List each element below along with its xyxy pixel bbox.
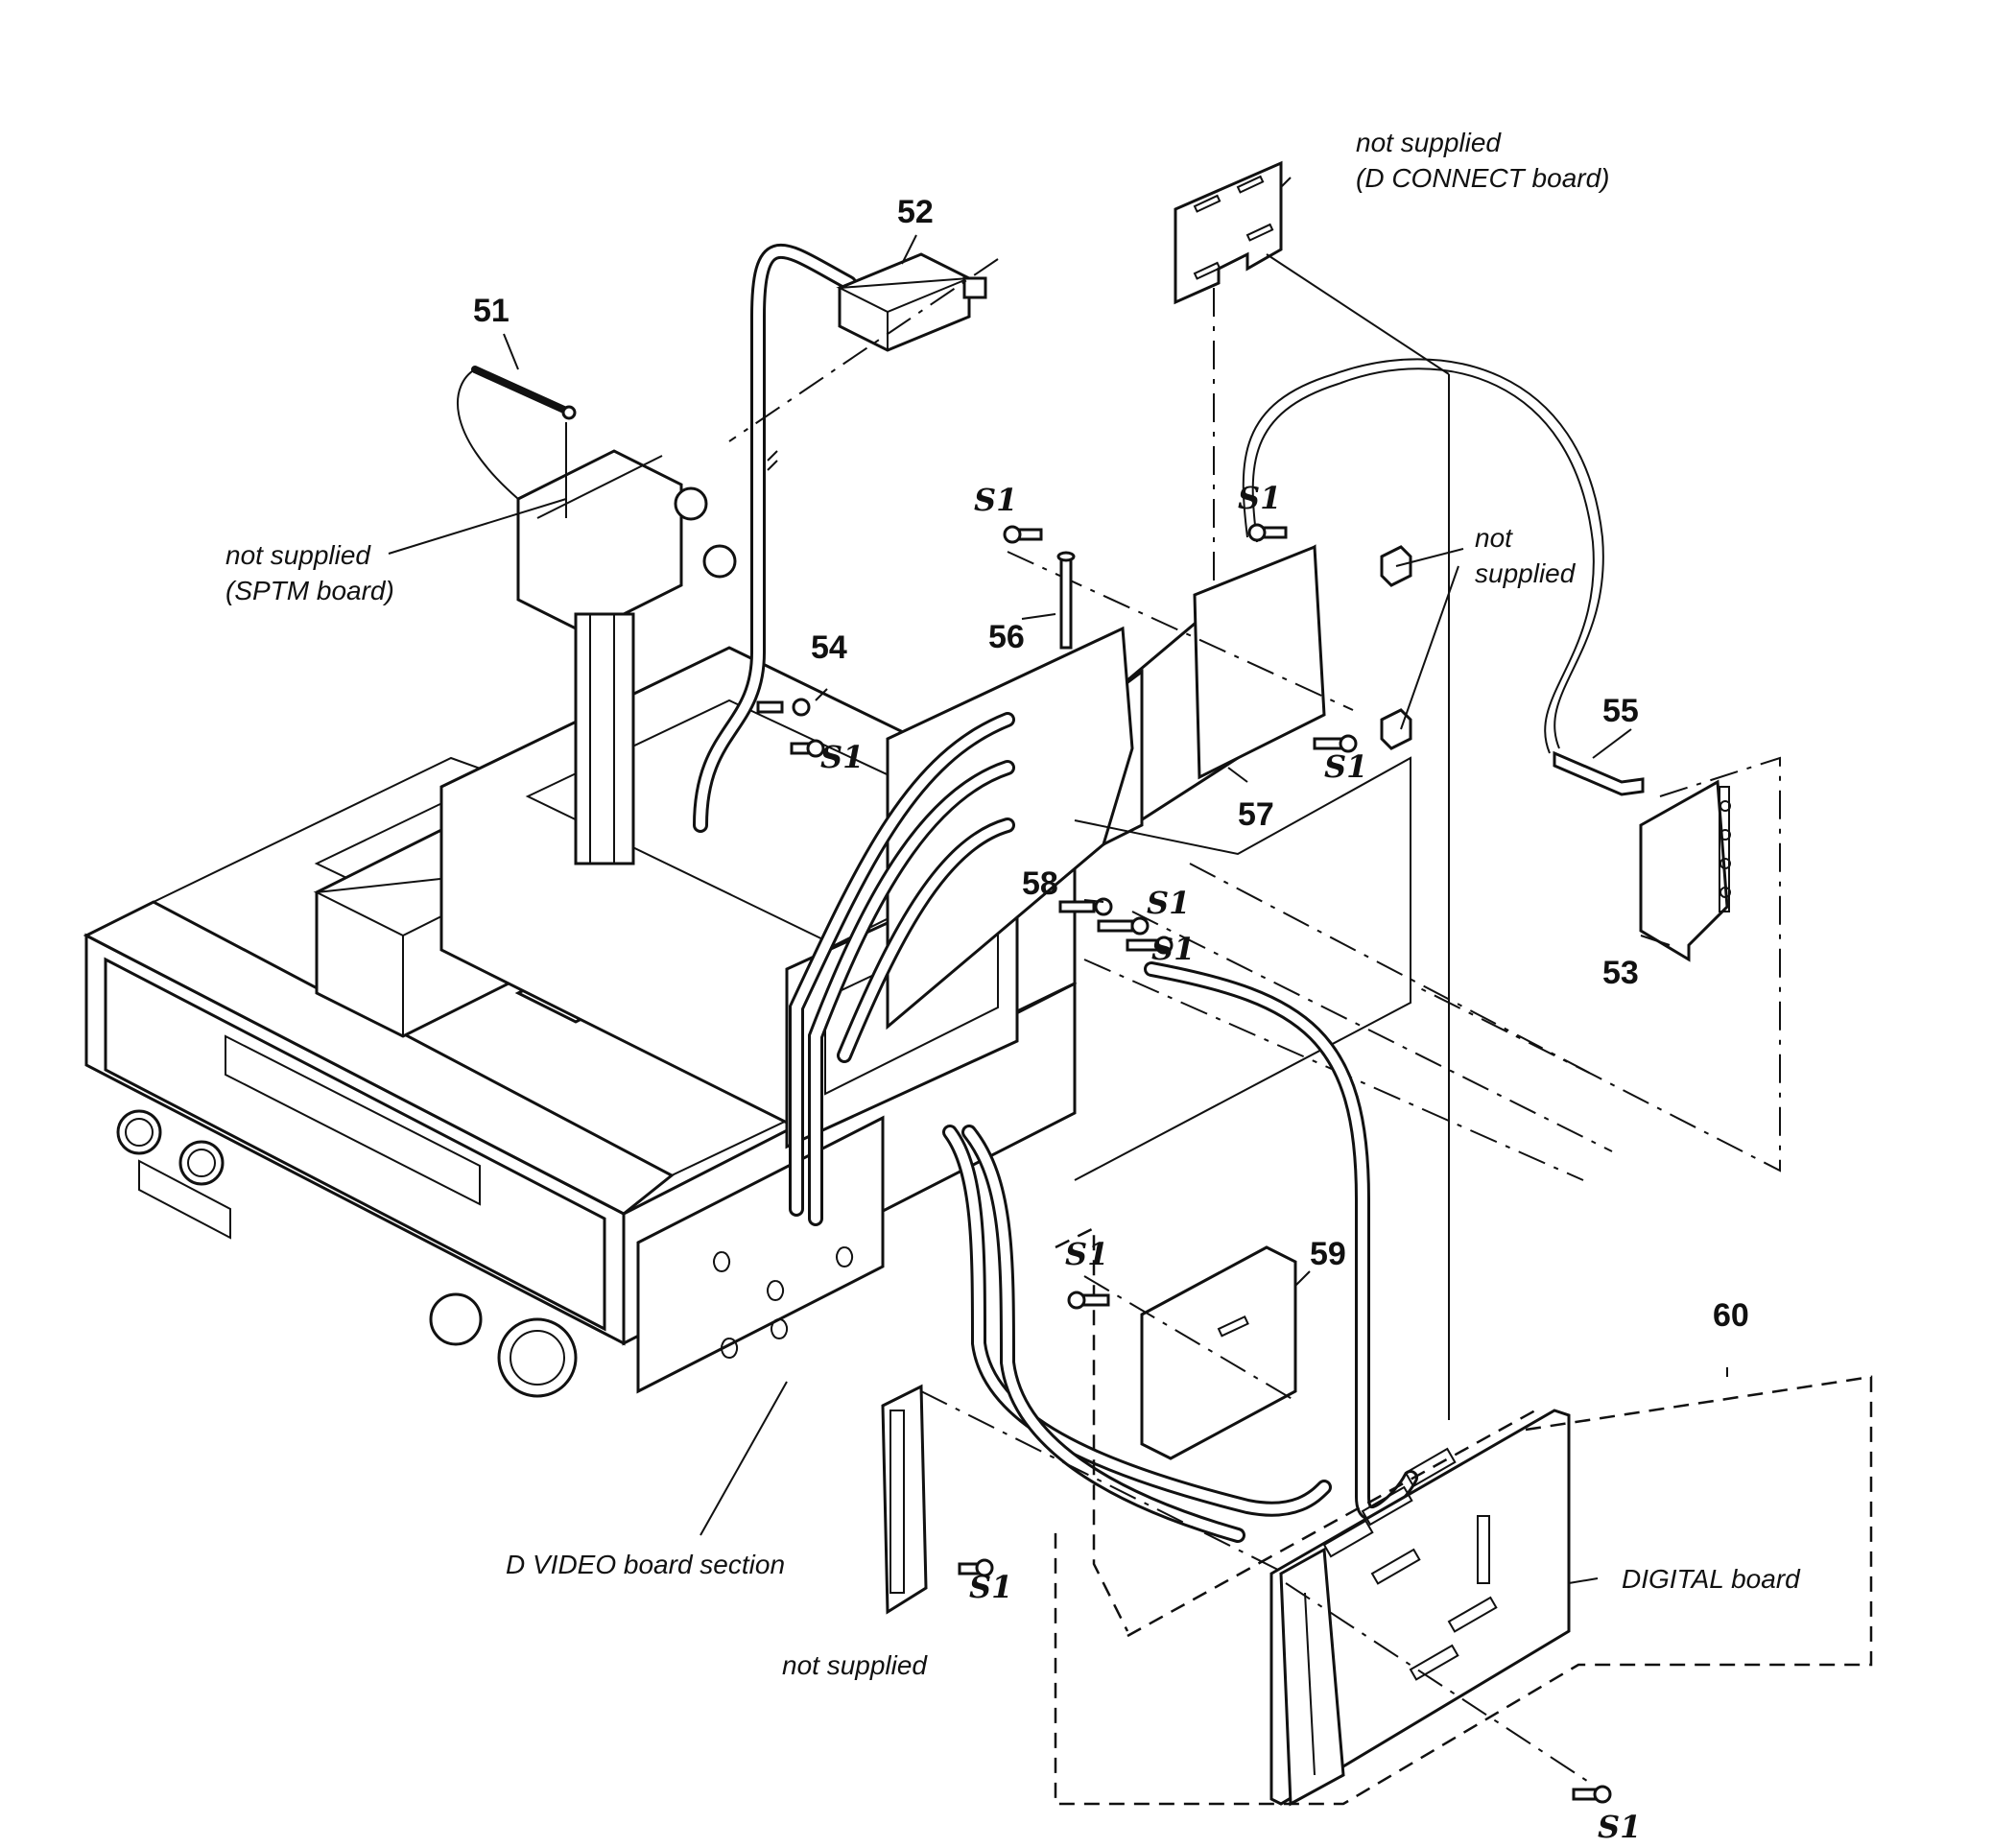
screw-label: S1 <box>1238 480 1281 516</box>
screw-label: S1 <box>1598 1809 1641 1845</box>
d-connect-board <box>1174 160 1283 305</box>
screw-label: S1 <box>1147 885 1190 921</box>
notes: not supplied (D CONNECT board) not suppl… <box>225 128 1801 1680</box>
part-59-board <box>1083 1245 1297 1460</box>
sptm-board <box>516 449 737 865</box>
screw-labels: S1 S1 S1 S1 S1 S1 S1 S1 S1 <box>820 480 1641 1845</box>
screw-label: S1 <box>969 1569 1012 1605</box>
screws <box>756 523 1612 1804</box>
panel-holes <box>713 1246 854 1359</box>
digital-board <box>1269 1409 1571 1807</box>
part-53-board <box>1639 779 1731 962</box>
part-52-connector <box>836 252 987 352</box>
part-56-standoff <box>1056 551 1076 650</box>
leader-lines <box>388 177 1671 1584</box>
screw-label: S1 <box>820 739 864 775</box>
part-55 <box>1553 750 1645 796</box>
sptm-note-1: not supplied <box>225 540 371 570</box>
sptm-note-2: (SPTM board) <box>225 576 394 605</box>
label-58: 58 <box>1022 865 1058 902</box>
screw-label: S1 <box>1324 748 1367 785</box>
right-note-2: supplied <box>1475 558 1577 588</box>
label-60: 60 <box>1713 1297 1749 1334</box>
part-57-board <box>1007 544 1354 847</box>
d-connect-note-2: (D CONNECT board) <box>1356 163 1609 193</box>
label-57: 57 <box>1238 796 1274 833</box>
digital-board-note: DIGITAL board <box>1622 1564 1801 1594</box>
label-55: 55 <box>1602 693 1639 729</box>
label-59: 59 <box>1310 1236 1346 1272</box>
label-52: 52 <box>897 194 934 230</box>
label-56: 56 <box>988 619 1025 655</box>
d-connect-note-1: not supplied <box>1356 128 1502 157</box>
label-51: 51 <box>473 293 510 329</box>
screw-label: S1 <box>1065 1236 1108 1272</box>
screw-label: S1 <box>974 482 1017 518</box>
bottom-note: not supplied <box>782 1650 928 1680</box>
part-51-tie <box>457 366 577 518</box>
d-video-note: D VIDEO board section <box>506 1550 785 1579</box>
right-note-1: not <box>1475 523 1513 553</box>
label-53: 53 <box>1602 955 1639 991</box>
screw-label: S1 <box>1151 931 1195 967</box>
right-small-brackets <box>1380 545 1412 750</box>
bottom-bracket <box>881 1384 928 1615</box>
label-54: 54 <box>811 629 847 666</box>
part-number-labels: 51 52 53 54 55 56 57 58 59 60 <box>473 194 1749 1334</box>
